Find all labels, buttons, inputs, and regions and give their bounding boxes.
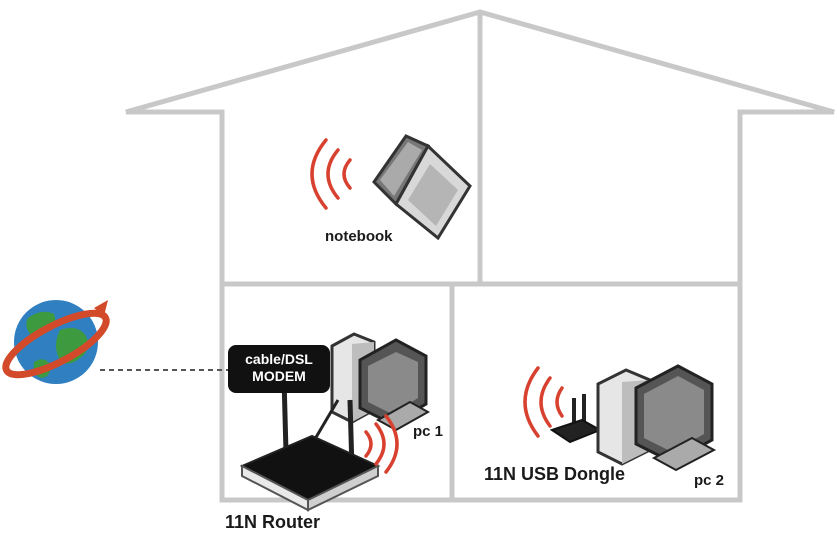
house-outline (125, 9, 835, 503)
globe-icon (2, 300, 110, 384)
notebook-label: notebook (325, 228, 393, 245)
notebook-icon (372, 134, 472, 241)
usb-dongle-icon (549, 394, 603, 444)
wifi-signal-icon (310, 138, 352, 210)
wifi-signal-icon (523, 366, 564, 438)
pc1-label: pc 1 (413, 423, 444, 440)
modem-label-line2: MODEM (252, 368, 306, 384)
wifi-signal-icon (364, 414, 399, 474)
desktop-pc-icon (330, 332, 431, 432)
modem-label-box: cable/DSL MODEM (228, 345, 330, 393)
usb-dongle-label: 11N USB Dongle (484, 464, 626, 484)
desktop-pc-icon (596, 364, 717, 472)
router-label: 11N Router (225, 512, 321, 532)
pc2-label: pc 2 (694, 472, 725, 489)
modem-label-line1: cable/DSL (245, 351, 313, 367)
router-icon (239, 377, 381, 512)
